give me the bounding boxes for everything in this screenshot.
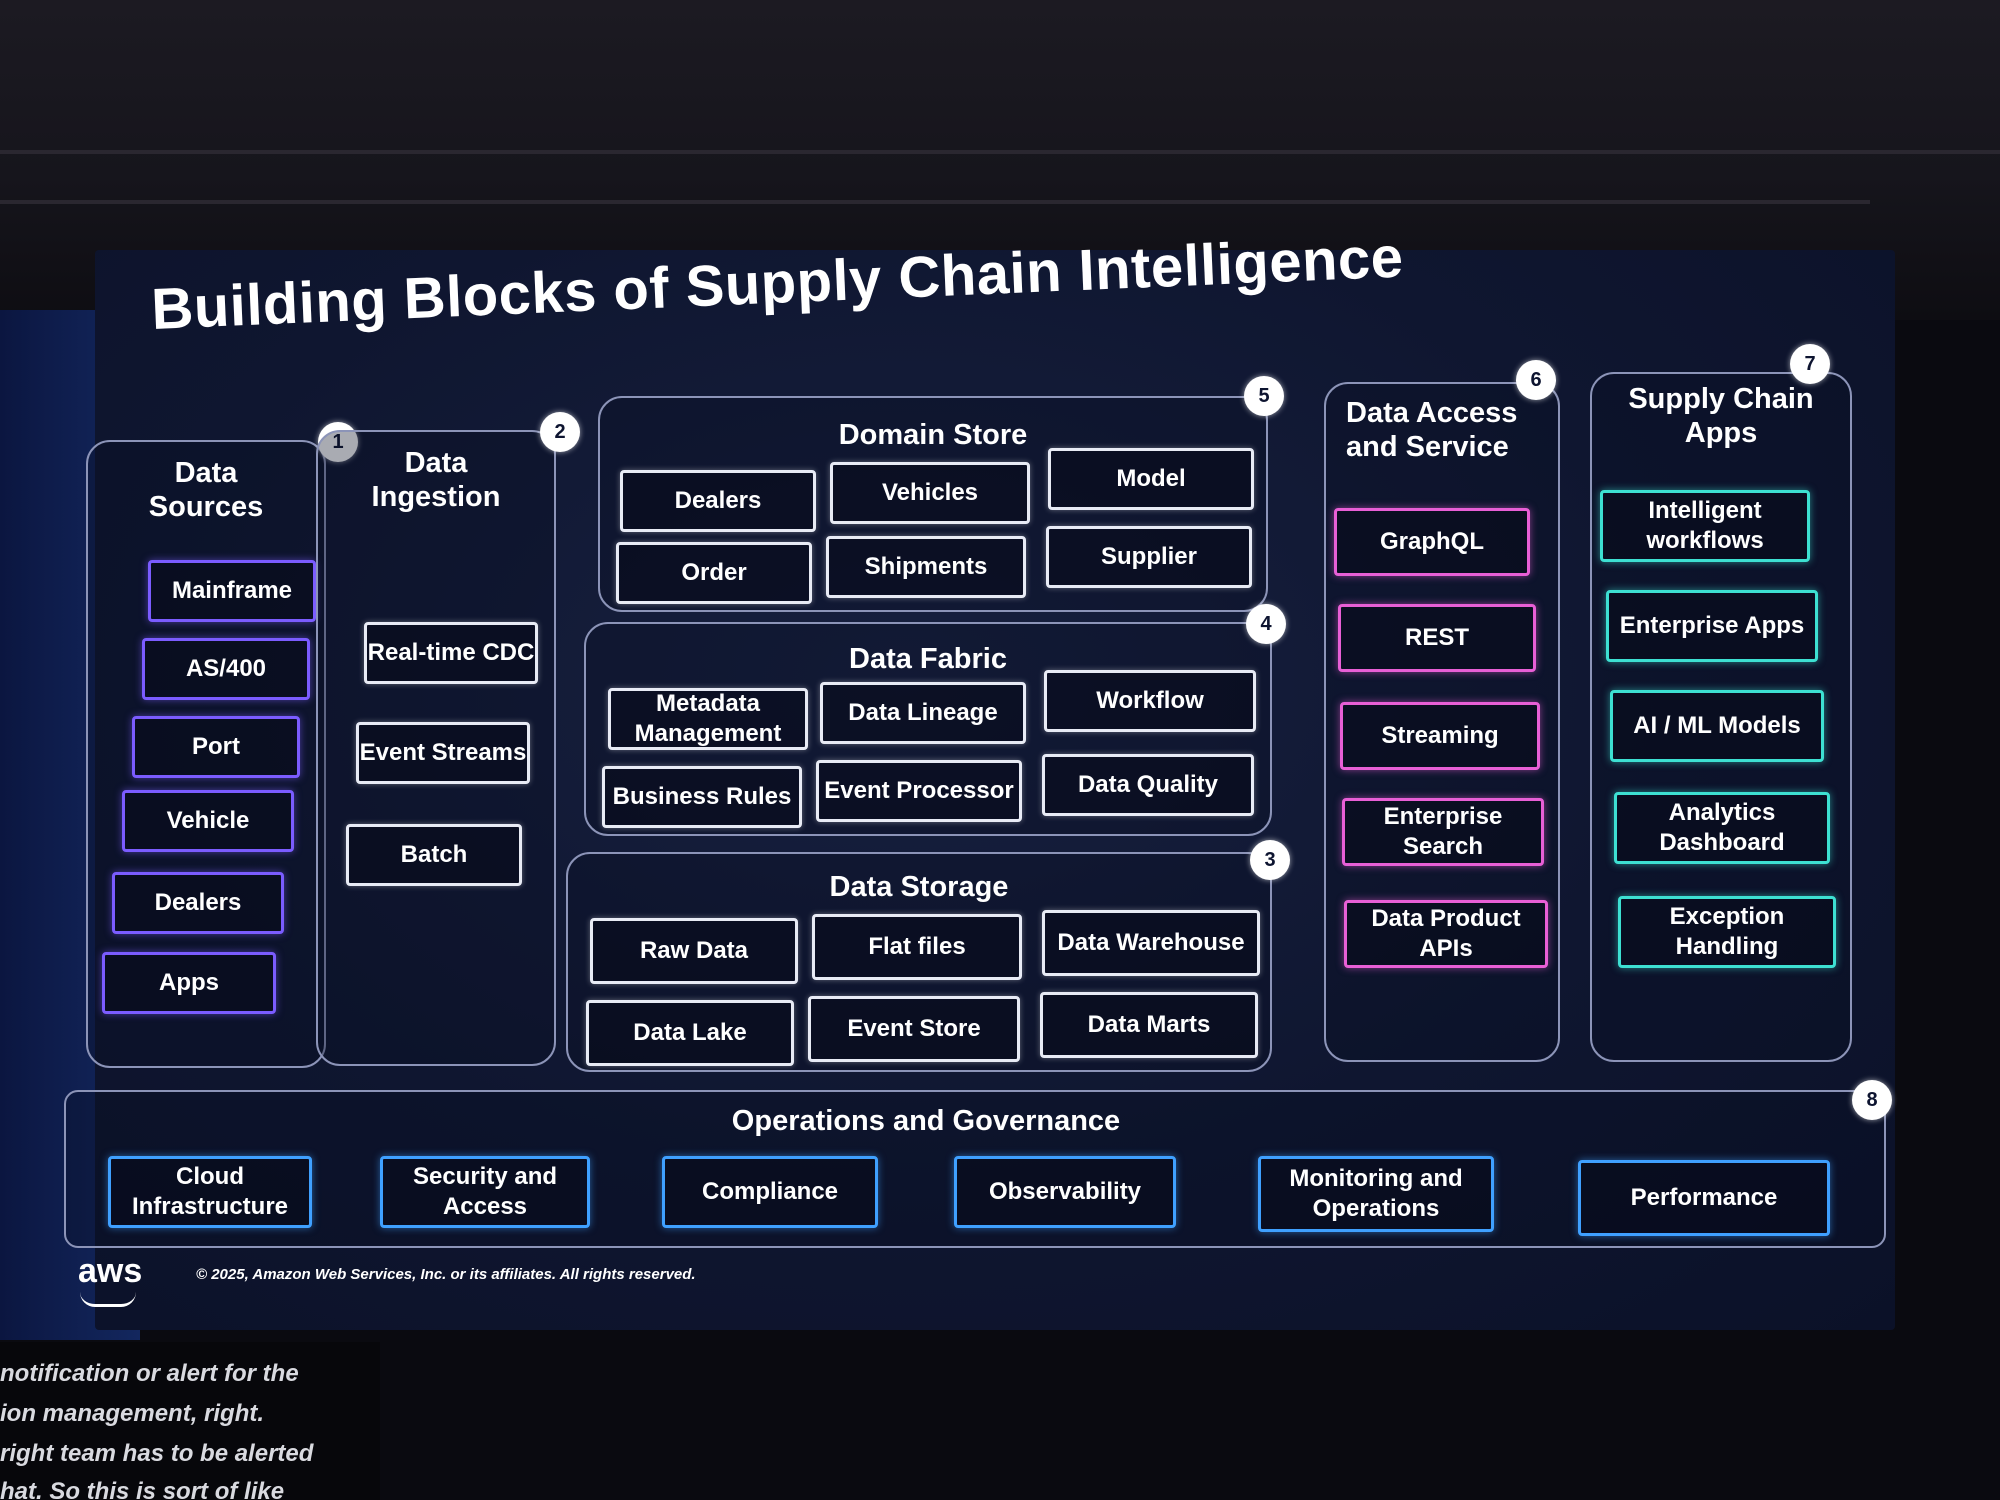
storage-event-store: Event Store <box>808 996 1020 1062</box>
ops-security-access: Security and Access <box>380 1156 590 1228</box>
caption-line: notification or alert for the <box>0 1360 299 1387</box>
section-badge: 8 <box>1852 1080 1892 1120</box>
ops-compliance: Compliance <box>662 1156 878 1228</box>
panel-title: Operations and Governance <box>731 1105 1121 1137</box>
ingestion-realtime-cdc: Real-time CDC <box>364 622 538 684</box>
source-dealers: Dealers <box>112 872 284 934</box>
ceiling-molding <box>0 150 2000 154</box>
source-port: Port <box>132 716 300 778</box>
fabric-data-lineage: Data Lineage <box>820 682 1026 744</box>
access-graphql: GraphQL <box>1334 508 1530 576</box>
app-analytics-dashboard: Analytics Dashboard <box>1614 792 1830 864</box>
storage-raw-data: Raw Data <box>590 918 798 984</box>
domain-order: Order <box>616 542 812 604</box>
access-enterprise-search: Enterprise Search <box>1342 798 1544 866</box>
access-data-product-apis: Data Product APIs <box>1344 900 1548 968</box>
app-intelligent-workflows: Intelligent workflows <box>1600 490 1810 562</box>
panel-title: Data Storage <box>829 871 1009 903</box>
ops-cloud-infrastructure: Cloud Infrastructure <box>108 1156 312 1228</box>
storage-data-warehouse: Data Warehouse <box>1042 910 1260 976</box>
panel-title: Data Sources <box>148 457 264 523</box>
panel-title: Data Ingestion <box>371 447 501 513</box>
panel-title: Data Access and Service <box>1346 397 1518 463</box>
section-badge: 2 <box>540 412 580 452</box>
caption-line: right team has to be alerted <box>0 1440 314 1467</box>
fabric-metadata-management: Metadata Management <box>608 688 808 750</box>
access-rest: REST <box>1338 604 1536 672</box>
domain-dealers: Dealers <box>620 470 816 532</box>
caption-line: ion management, right. <box>0 1400 265 1427</box>
panel-title: Data Fabric <box>849 643 1007 675</box>
aws-logo: aws <box>78 1252 143 1290</box>
section-badge: 4 <box>1246 604 1286 644</box>
fabric-data-quality: Data Quality <box>1042 754 1254 816</box>
domain-vehicles: Vehicles <box>830 462 1030 524</box>
fabric-business-rules: Business Rules <box>602 766 802 828</box>
panel-title: Domain Store <box>838 419 1028 451</box>
ingestion-event-streams: Event Streams <box>356 722 530 784</box>
section-badge: 7 <box>1790 344 1830 384</box>
section-badge: 3 <box>1250 840 1290 880</box>
app-ai-ml-models: AI / ML Models <box>1610 690 1824 762</box>
domain-shipments: Shipments <box>826 536 1026 598</box>
fabric-workflow: Workflow <box>1044 670 1256 732</box>
access-streaming: Streaming <box>1340 702 1540 770</box>
domain-model: Model <box>1048 448 1254 510</box>
source-mainframe: Mainframe <box>148 560 316 622</box>
source-as400: AS/400 <box>142 638 310 700</box>
ops-monitoring-operations: Monitoring and Operations <box>1258 1156 1494 1232</box>
storage-data-lake: Data Lake <box>586 1000 794 1066</box>
storage-flat-files: Flat files <box>812 914 1022 980</box>
aws-logo-smile <box>80 1292 136 1307</box>
ingestion-batch: Batch <box>346 824 522 886</box>
app-exception-handling: Exception Handling <box>1618 896 1836 968</box>
domain-supplier: Supplier <box>1046 526 1252 588</box>
copyright-notice: © 2025, Amazon Web Services, Inc. or its… <box>196 1266 696 1283</box>
ops-observability: Observability <box>954 1156 1176 1228</box>
caption-box <box>0 1342 380 1500</box>
app-enterprise-apps: Enterprise Apps <box>1606 590 1818 662</box>
fabric-event-processor: Event Processor <box>816 760 1022 822</box>
section-badge: 6 <box>1516 360 1556 400</box>
source-apps: Apps <box>102 952 276 1014</box>
storage-data-marts: Data Marts <box>1040 992 1258 1058</box>
section-badge: 5 <box>1244 376 1284 416</box>
ops-performance: Performance <box>1578 1160 1830 1236</box>
ceiling-molding <box>0 200 1870 204</box>
panel-title: Supply Chain Apps <box>1628 383 1814 449</box>
caption-line: hat. So this is sort of like <box>0 1478 285 1500</box>
source-vehicle: Vehicle <box>122 790 294 852</box>
